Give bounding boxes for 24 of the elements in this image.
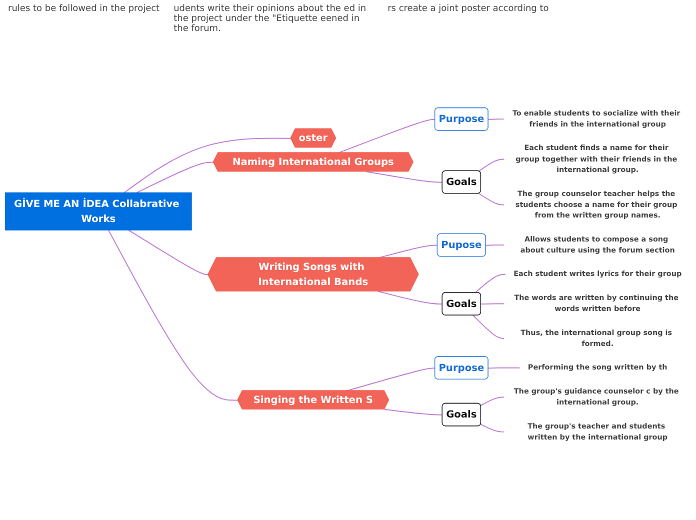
connector xyxy=(478,158,505,172)
connector xyxy=(480,303,505,305)
connector xyxy=(108,230,238,401)
note-text: udents write their opinions about the ed in the project under the "Etiquette eened in the forum. xyxy=(174,4,368,34)
connector xyxy=(480,424,505,432)
note-text: rules to be followed in the project xyxy=(8,4,160,16)
connector xyxy=(488,118,505,120)
connector xyxy=(124,138,292,194)
connector xyxy=(366,171,443,183)
connector xyxy=(128,230,209,276)
note-text: rs create a joint poster according to xyxy=(388,4,549,16)
connector xyxy=(378,290,443,305)
connector xyxy=(480,396,505,406)
connector xyxy=(384,408,443,416)
connector xyxy=(472,314,505,339)
connector xyxy=(136,162,214,194)
connector xyxy=(488,367,521,369)
node-box: GİVE ME AN İDEA Collabrative Works xyxy=(4,192,192,230)
connector xyxy=(338,118,436,154)
connector xyxy=(346,368,436,392)
connector xyxy=(485,244,505,246)
connector xyxy=(478,193,505,206)
connector xyxy=(378,244,438,258)
connector xyxy=(474,274,506,294)
